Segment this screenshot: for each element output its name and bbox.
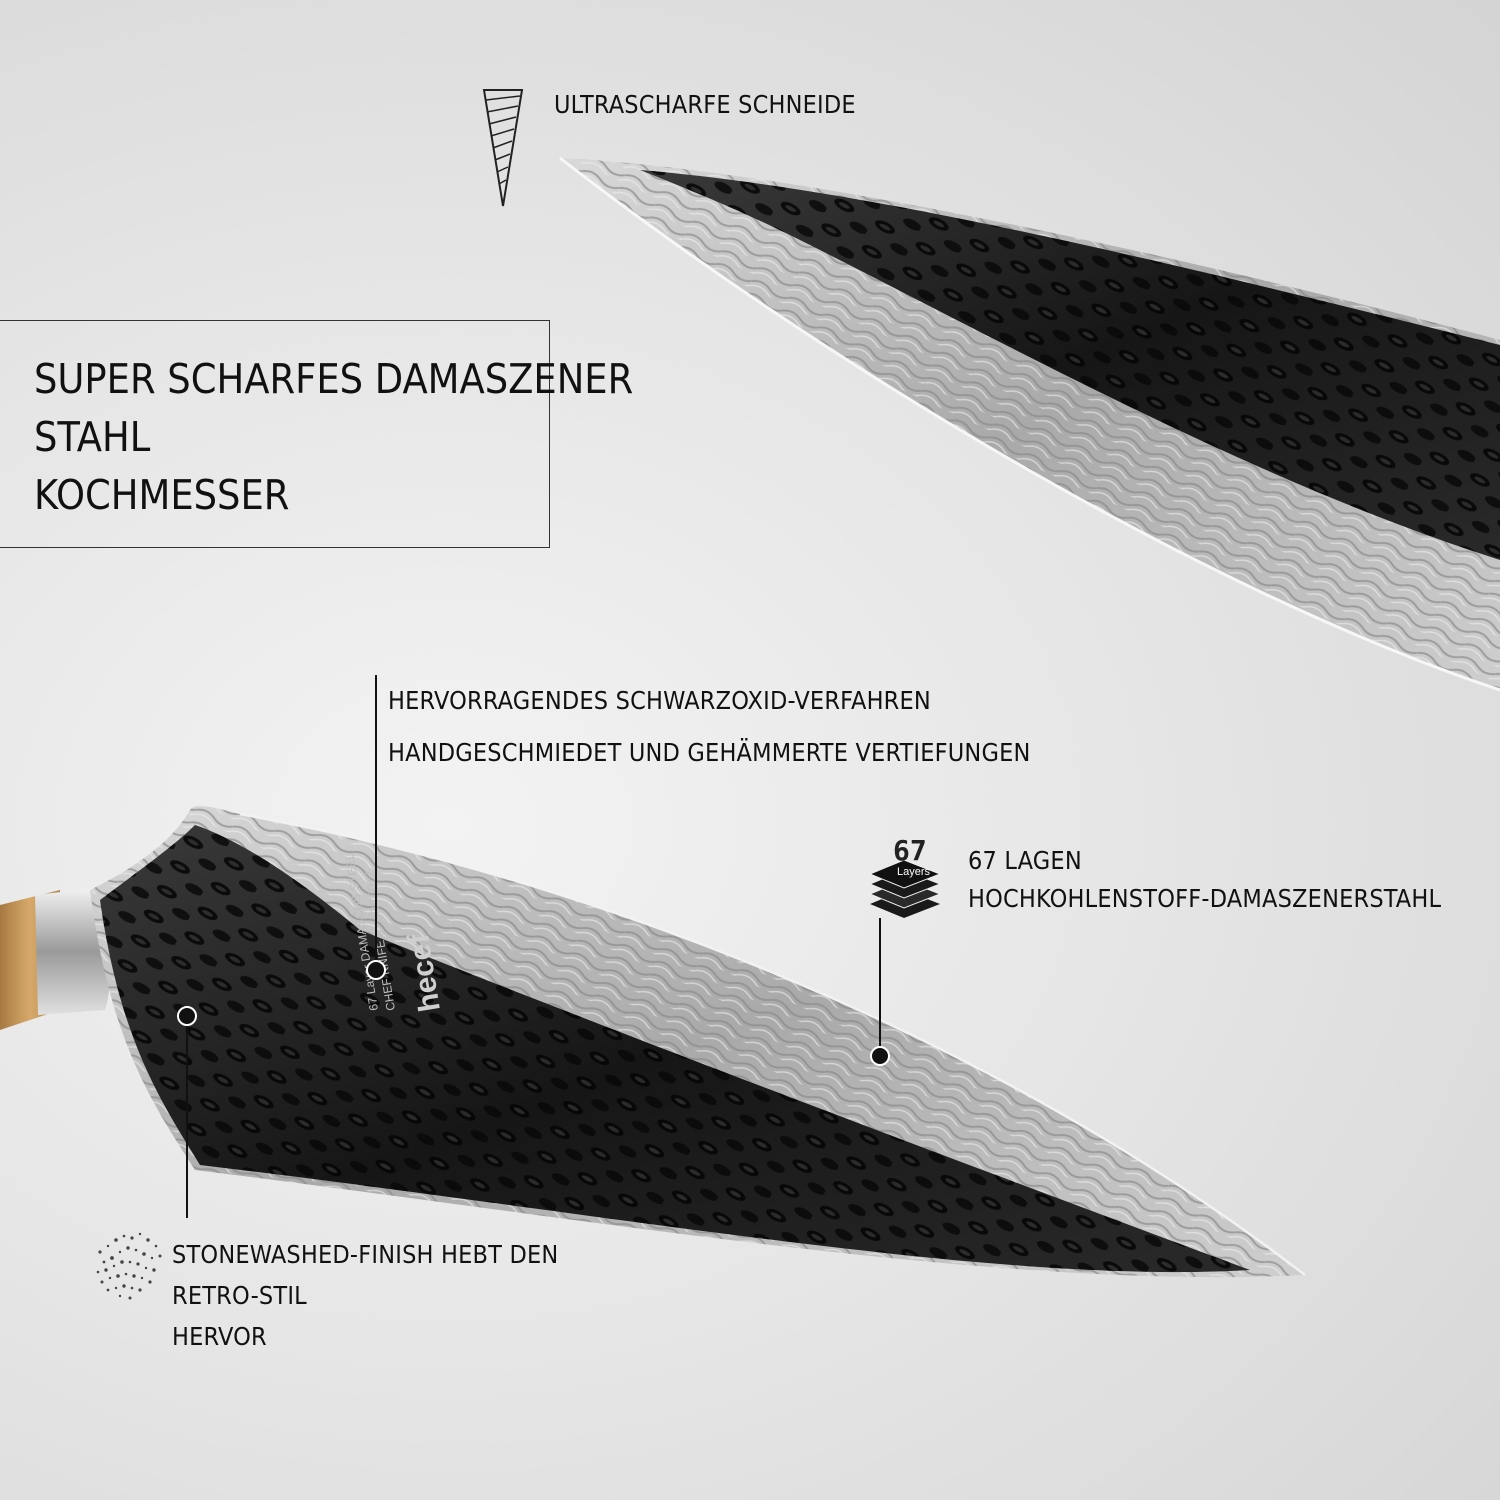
top-blade	[559, 156, 1500, 692]
layers-icon	[868, 859, 942, 918]
oxide-line-1: HERVORRAGENDES SCHWARZOXID-VERFAHREN	[388, 686, 931, 715]
edge-callout-text: ULTRASCHARFE SCHNEIDE	[554, 90, 856, 119]
title-line-3: KOCHMESSER	[34, 471, 290, 519]
oxide-line-2: HANDGESCHMIEDET UND GEHÄMMERTE VERTIEFUN…	[388, 738, 1031, 767]
layers-badge-sub: Layers	[897, 866, 931, 878]
title-frame	[0, 320, 550, 548]
blade-edge-icon	[482, 89, 524, 207]
edge-callout: ULTRASCHARFE SCHNEIDE	[554, 88, 856, 122]
stonewash-line-1: STONEWASHED-FINISH HEBT DEN	[172, 1240, 559, 1269]
callout-leaders	[177, 675, 890, 1218]
layers-line-1: 67 LAGEN	[968, 846, 1082, 875]
speckle-texture-icon	[96, 1232, 162, 1300]
layers-callout: 67 LAGEN HOCHKOHLENSTOFF-DAMASZENERSTAHL	[968, 842, 1441, 918]
layers-badge-number: 67	[893, 834, 927, 867]
stonewash-line-3: HERVOR	[172, 1322, 267, 1351]
oxide-callout: HERVORRAGENDES SCHWARZOXID-VERFAHREN HAN…	[388, 675, 1031, 779]
title-line-1: SUPER SCHARFES DAMASZENER	[34, 355, 634, 403]
stonewash-callout: STONEWASHED-FINISH HEBT DEN RETRO-STIL H…	[172, 1234, 558, 1357]
title-line-2: STAHL	[34, 413, 151, 461]
stonewash-line-2: RETRO-STIL	[172, 1281, 307, 1310]
bottom-knife	[0, 806, 1306, 1278]
layers-line-2: HOCHKOHLENSTOFF-DAMASZENERSTAHL	[968, 884, 1442, 913]
page-title: SUPER SCHARFES DAMASZENER STAHL KOCHMESS…	[34, 350, 633, 524]
